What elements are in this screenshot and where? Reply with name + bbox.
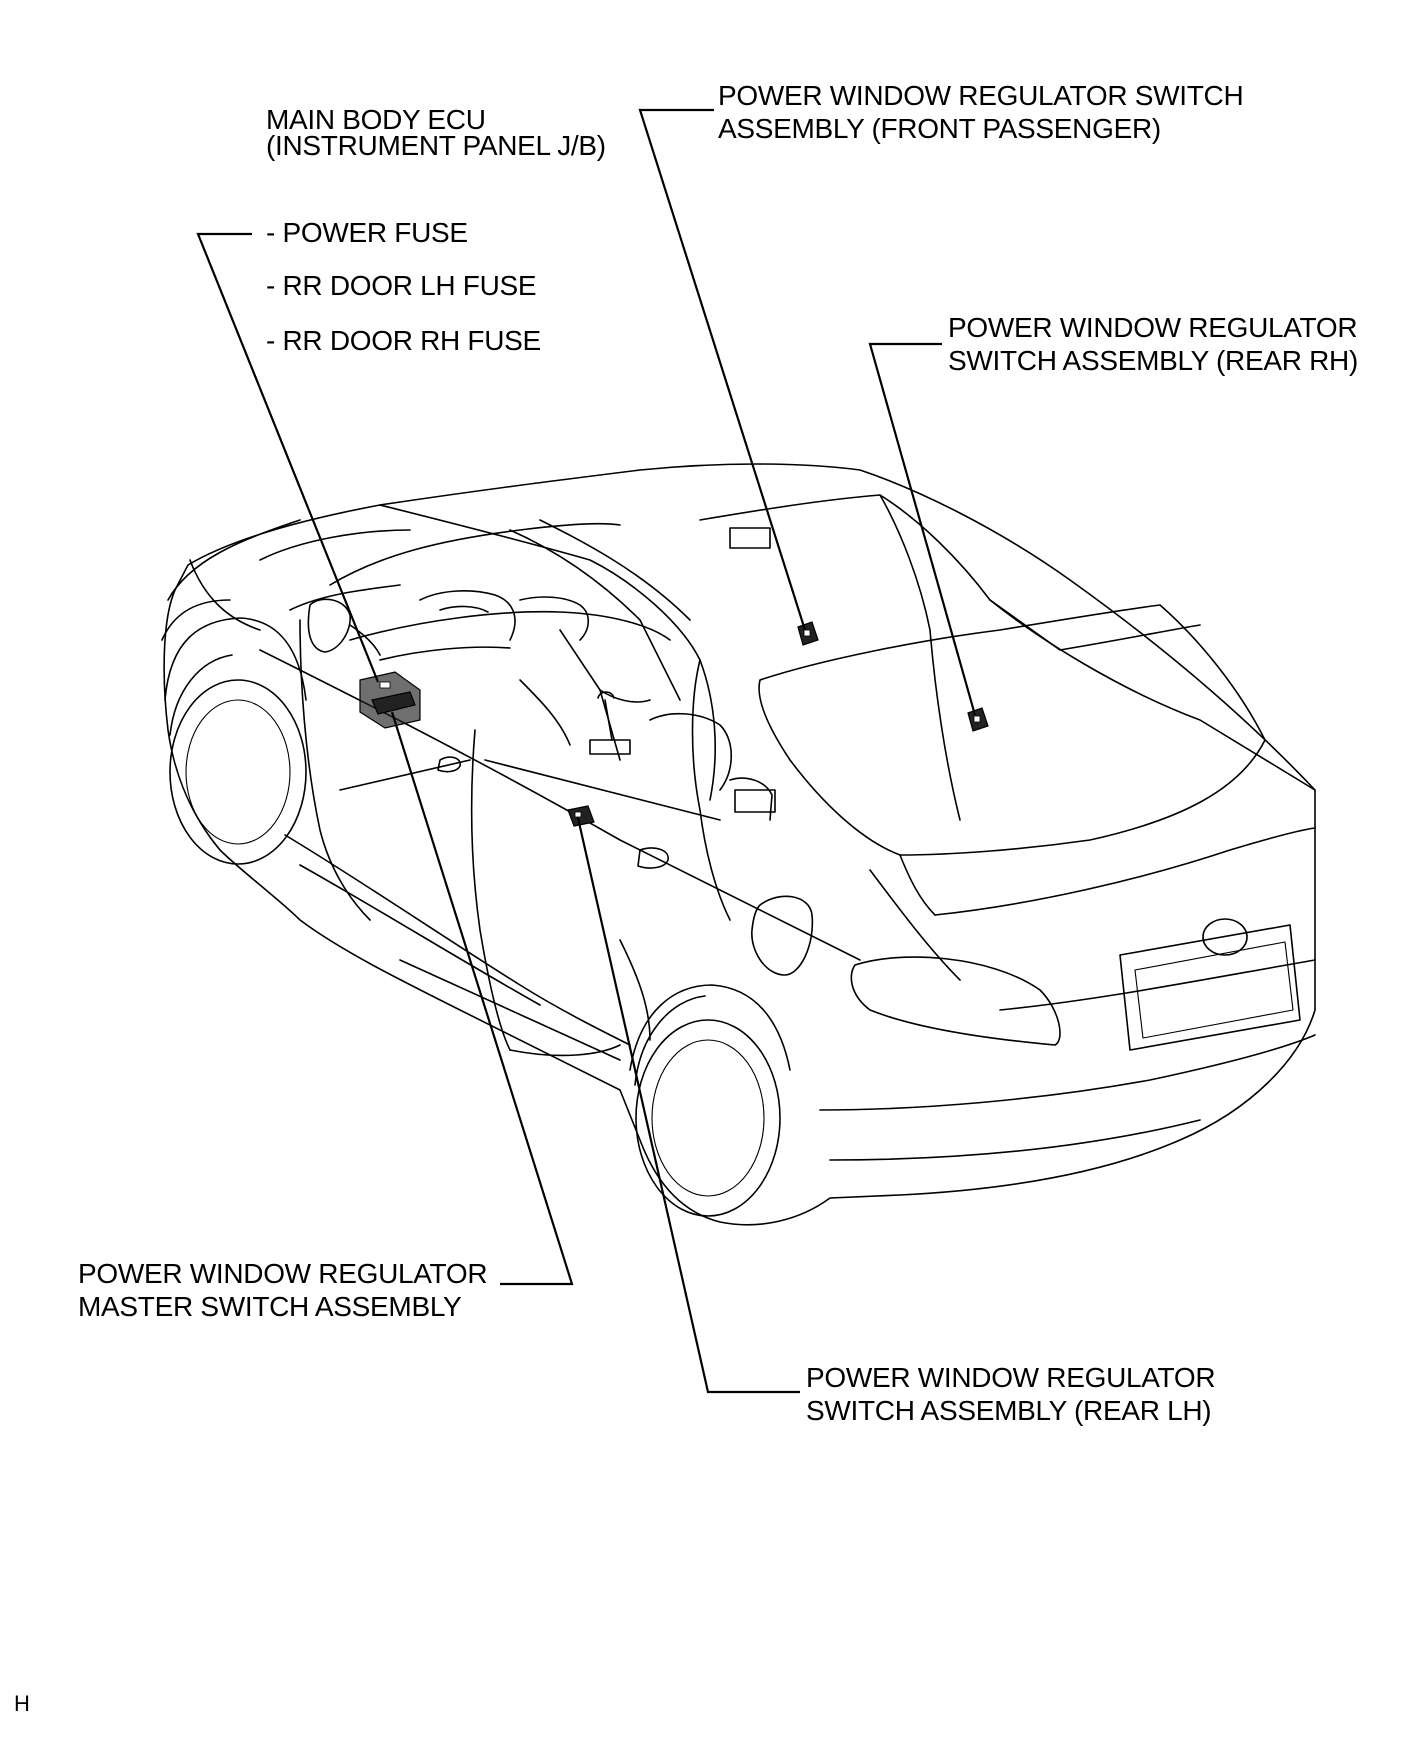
rear-lh-switch-label-line1: POWER WINDOW REGULATOR xyxy=(806,1362,1216,1393)
rr-door-rh-fuse-label: - RR DOOR RH FUSE xyxy=(266,325,541,356)
car-outline xyxy=(161,463,1316,1226)
front-passenger-switch-part xyxy=(797,621,819,646)
leader-rear-rh xyxy=(868,342,977,716)
master-switch-label-line1: POWER WINDOW REGULATOR xyxy=(78,1258,488,1289)
rear-rh-switch-label-line2: SWITCH ASSEMBLY (REAR RH) xyxy=(948,345,1358,376)
main-body-ecu-part xyxy=(359,671,421,729)
leader-rear-lh xyxy=(576,817,800,1394)
rear-lh-switch-label-line2: SWITCH ASSEMBLY (REAR LH) xyxy=(806,1395,1212,1426)
rear-rh-switch-part xyxy=(967,707,989,732)
leader-front-passenger xyxy=(638,108,807,631)
main-body-ecu-label-line1: MAIN BODY ECU xyxy=(266,104,486,135)
leader-main-body-ecu xyxy=(196,232,380,683)
front-passenger-switch-label-line2: ASSEMBLY (FRONT PASSENGER) xyxy=(718,113,1161,144)
master-switch-label-line2: MASTER SWITCH ASSEMBLY xyxy=(78,1291,462,1322)
power-fuse-label: - POWER FUSE xyxy=(266,217,468,248)
main-body-ecu-label-line2: (INSTRUMENT PANEL J/B) xyxy=(266,130,606,161)
rr-door-lh-fuse-label: - RR DOOR LH FUSE xyxy=(266,270,537,301)
rear-lh-switch-part xyxy=(567,805,595,827)
front-passenger-switch-label-line1: POWER WINDOW REGULATOR SWITCH xyxy=(718,80,1244,111)
corner-code: H xyxy=(14,1691,30,1716)
leader-master-switch xyxy=(390,711,574,1286)
rear-rh-switch-label-line1: POWER WINDOW REGULATOR xyxy=(948,312,1358,343)
